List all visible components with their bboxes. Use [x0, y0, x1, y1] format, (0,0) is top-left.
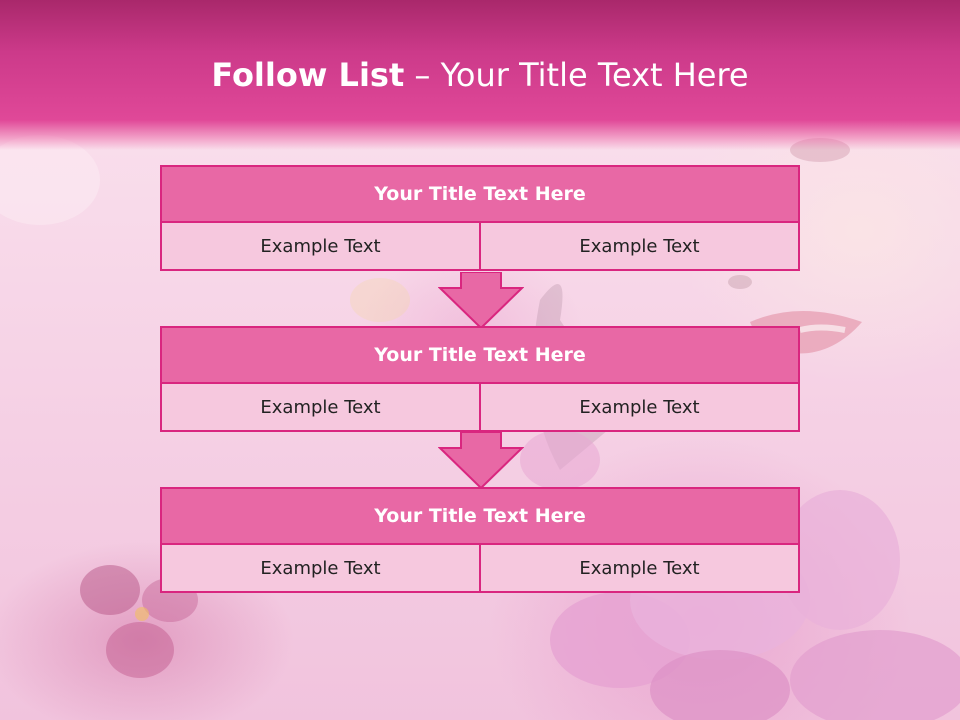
- down-arrow-icon: [438, 272, 524, 330]
- step-right-text: Example Text: [479, 223, 798, 269]
- slide-title-bold: Follow List: [211, 56, 405, 94]
- follow-step-3: Your Title Text Here Example Text Exampl…: [160, 487, 800, 593]
- title-band: [0, 0, 960, 150]
- step-title: Your Title Text Here: [162, 167, 798, 223]
- step-right-text: Example Text: [479, 384, 798, 430]
- follow-step-2: Your Title Text Here Example Text Exampl…: [160, 326, 800, 432]
- step-left-text: Example Text: [162, 223, 479, 269]
- step-title: Your Title Text Here: [162, 489, 798, 545]
- step-right-text: Example Text: [479, 545, 798, 591]
- step-left-text: Example Text: [162, 384, 479, 430]
- down-arrow-icon: [438, 432, 524, 490]
- slide-title: Follow List – Your Title Text Here: [0, 52, 960, 98]
- slide-title-rest: – Your Title Text Here: [404, 56, 749, 94]
- step-left-text: Example Text: [162, 545, 479, 591]
- follow-step-1: Your Title Text Here Example Text Exampl…: [160, 165, 800, 271]
- step-title: Your Title Text Here: [162, 328, 798, 384]
